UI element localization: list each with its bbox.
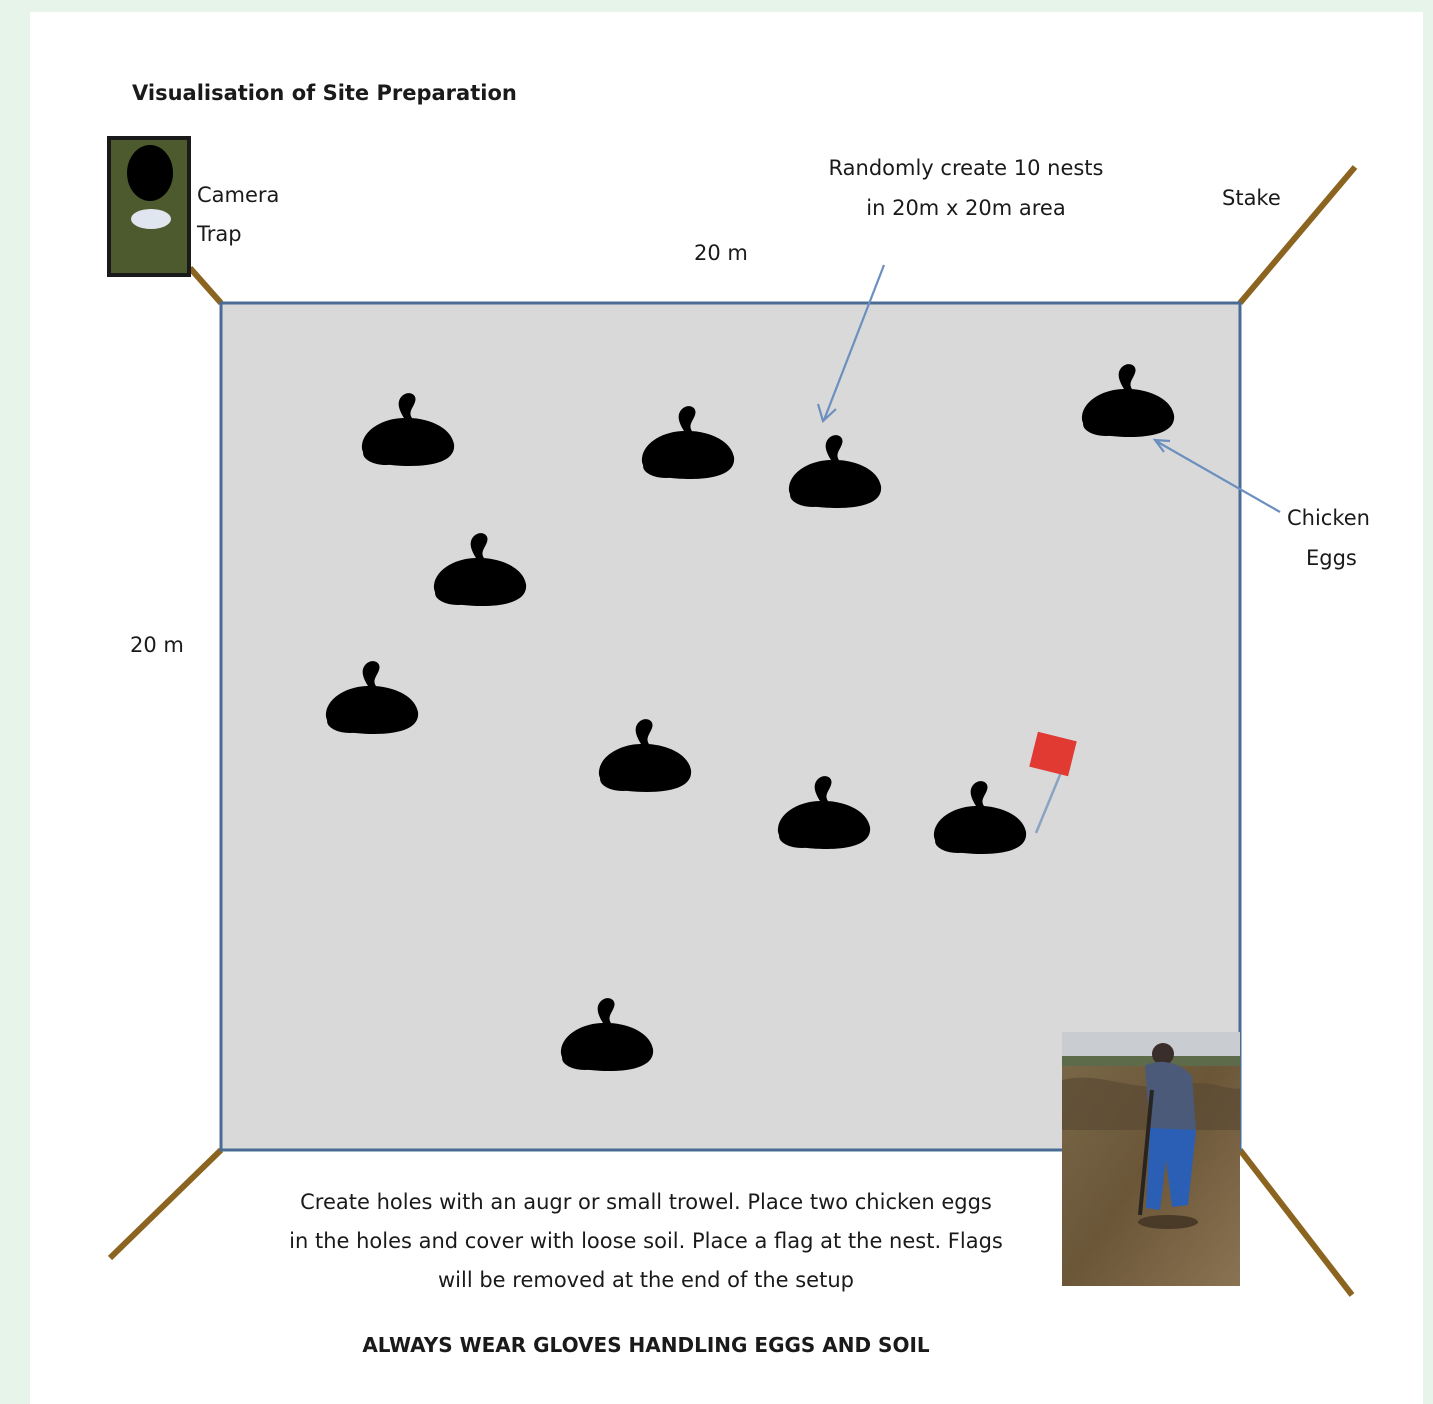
side-dimension-label: 20 m [130,633,184,657]
safety-warning: ALWAYS WEAR GLOVES HANDLING EGGS AND SOI… [362,1333,930,1357]
stake-icon-top-left [190,268,221,303]
page-title: Visualisation of Site Preparation [132,81,517,105]
instructions-line2: in the holes and cover with loose soil. … [289,1229,1003,1253]
instructions-line3: will be removed at the end of the setup [438,1268,854,1292]
nests-callout-line2: in 20m x 20m area [866,196,1065,220]
top-dimension-label: 20 m [694,241,748,265]
nests-callout-line1: Randomly create 10 nests [829,156,1104,180]
chicken-eggs-label-line1: Chicken [1287,506,1370,530]
camera-trap-icon [109,138,189,275]
photo-person-digging [1062,1032,1240,1286]
instructions-line1: Create holes with an augr or small trowe… [300,1190,992,1214]
stake-icon-bottom-left [110,1150,221,1258]
chicken-eggs-label-line2: Eggs [1306,546,1357,570]
camera-trap-label-line2: Trap [196,222,242,246]
stake-icon-bottom-right [1240,1150,1352,1295]
stake-label: Stake [1222,186,1281,210]
camera-trap-label-line1: Camera [197,183,279,207]
